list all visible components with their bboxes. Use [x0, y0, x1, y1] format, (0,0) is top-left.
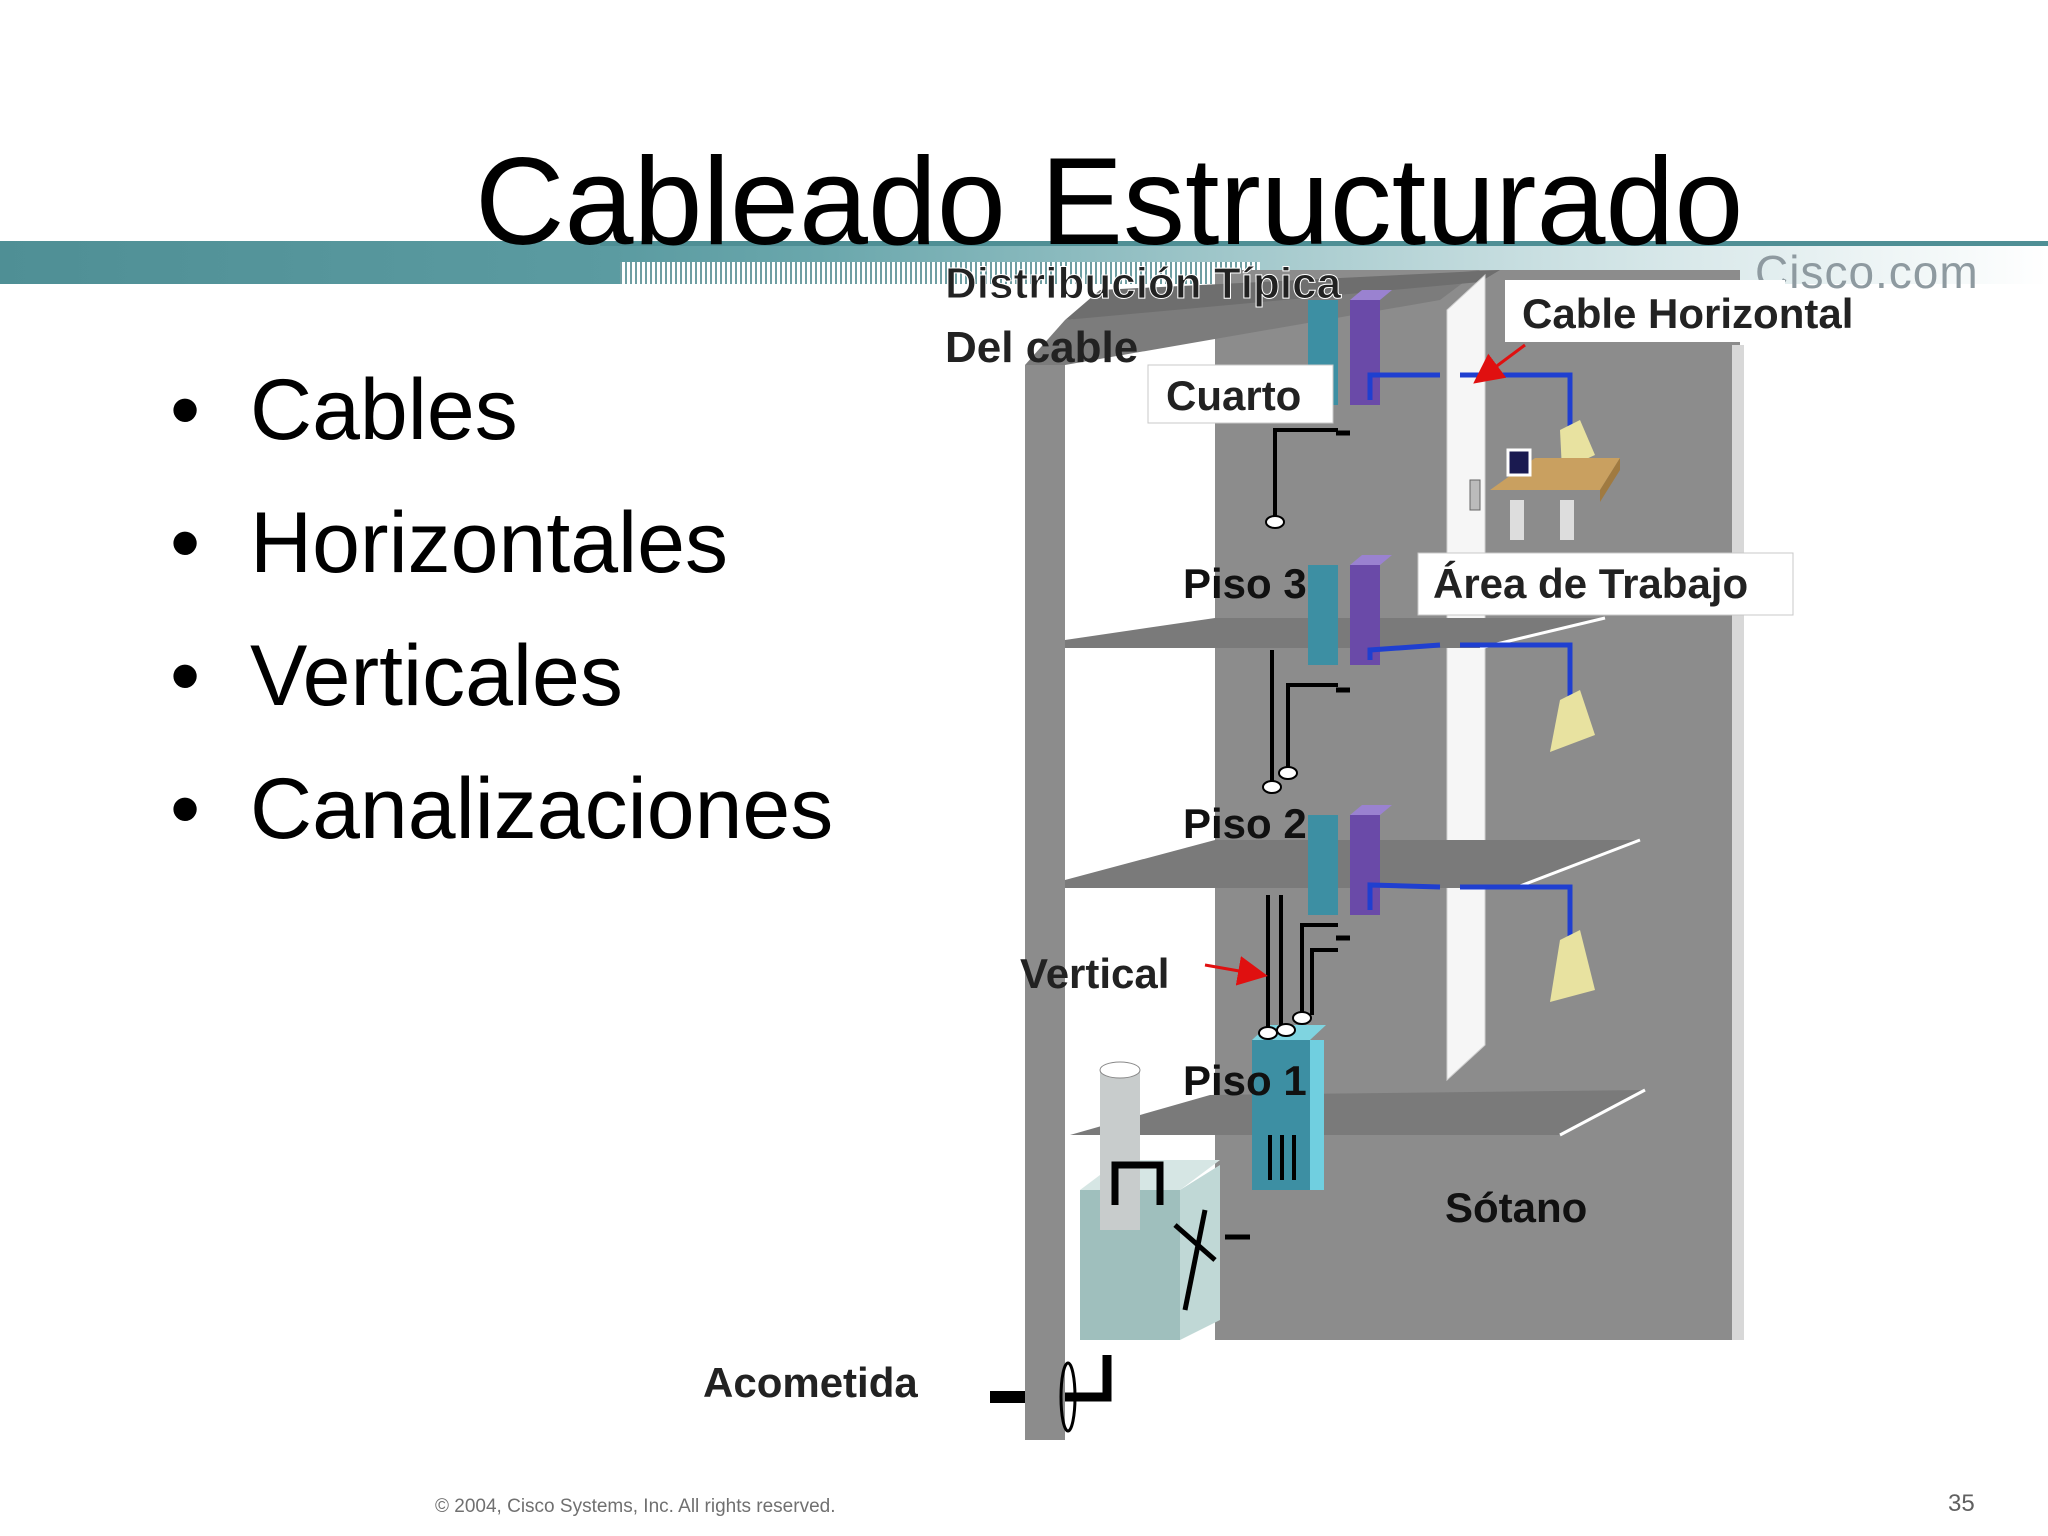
horizontal-cable-piso3 [1367, 642, 1441, 660]
cable-ends [1258, 515, 1312, 1040]
arrow-cable-horizontal [1473, 343, 1526, 384]
label-piso3: Piso 3 [1183, 560, 1307, 607]
horizontal-cable-piso2-b [1460, 884, 1573, 940]
building-roof-top [1065, 270, 1500, 320]
bullet-list: •Cables •Horizontales •Verticales •Canal… [170, 360, 833, 892]
label-sotano: Sótano [1445, 1184, 1587, 1231]
workstation-desk [1469, 448, 1620, 540]
label-piso2: Piso 2 [1183, 800, 1307, 847]
brand-logo: Cisco.com [1755, 246, 1979, 298]
building-right-edge [1732, 345, 1744, 1340]
entrance-equipment [1080, 1061, 1250, 1340]
label-distribucion-2: Del cable [945, 323, 1138, 372]
bullet-item: •Verticales [170, 626, 833, 759]
bullet-item: •Horizontales [170, 493, 833, 626]
bullet-dot-icon: • [170, 495, 201, 591]
horizontal-cable-cuarto [1367, 372, 1440, 400]
vertical-backbone [1266, 428, 1338, 1030]
label-cuarto: Cuarto [1166, 372, 1301, 419]
label-acometida: Acometida [703, 1359, 918, 1406]
rack-piso3 [1308, 555, 1392, 665]
bullet-dot-icon: • [170, 362, 201, 458]
dash-marks [1336, 430, 1350, 941]
floor-edge-1 [1559, 1088, 1646, 1137]
header-rule [600, 241, 2048, 246]
horizontal-cable-piso2 [1367, 882, 1441, 910]
horizontal-cable-piso3-b [1460, 642, 1573, 700]
page-number: 35 [1948, 1490, 1975, 1517]
rack-piso2 [1308, 805, 1392, 915]
bullet-item: •Canalizaciones [170, 759, 833, 892]
outlet-piso3 [1550, 690, 1595, 752]
label-cable-horizontal: Cable Horizontal [1522, 290, 1853, 337]
acometida-connector [990, 1355, 1112, 1433]
label-box-cable-horizontal [1505, 280, 1785, 342]
rack-piso1 [1252, 1025, 1326, 1190]
arrow-vertical [1204, 956, 1268, 986]
bullet-item: •Cables [170, 360, 833, 493]
label-distribucion-1: Distribución Típica [945, 259, 1342, 308]
slide-title: Cableado Estructurado [475, 133, 1744, 271]
copyright-footer: © 2004, Cisco Systems, Inc. All rights r… [435, 1496, 836, 1517]
floor-slab-1 [1070, 1090, 1645, 1135]
outlet-piso2 [1550, 930, 1595, 1002]
bullet-dot-icon: • [170, 628, 201, 724]
label-vertical: Vertical [1020, 950, 1169, 997]
building-left-wall [1025, 365, 1065, 1440]
bullet-dot-icon: • [170, 761, 201, 857]
label-area-trabajo: Área de Trabajo [1433, 560, 1748, 607]
label-box-area-trabajo [1417, 552, 1794, 616]
outlet-cuarto [1560, 420, 1595, 470]
floor-edge-2 [1514, 838, 1641, 890]
label-piso1: Piso 1 [1183, 1057, 1307, 1104]
header-hatch [620, 262, 1260, 284]
label-box-cuarto [1147, 364, 1334, 424]
interior-wall [1446, 273, 1486, 1082]
